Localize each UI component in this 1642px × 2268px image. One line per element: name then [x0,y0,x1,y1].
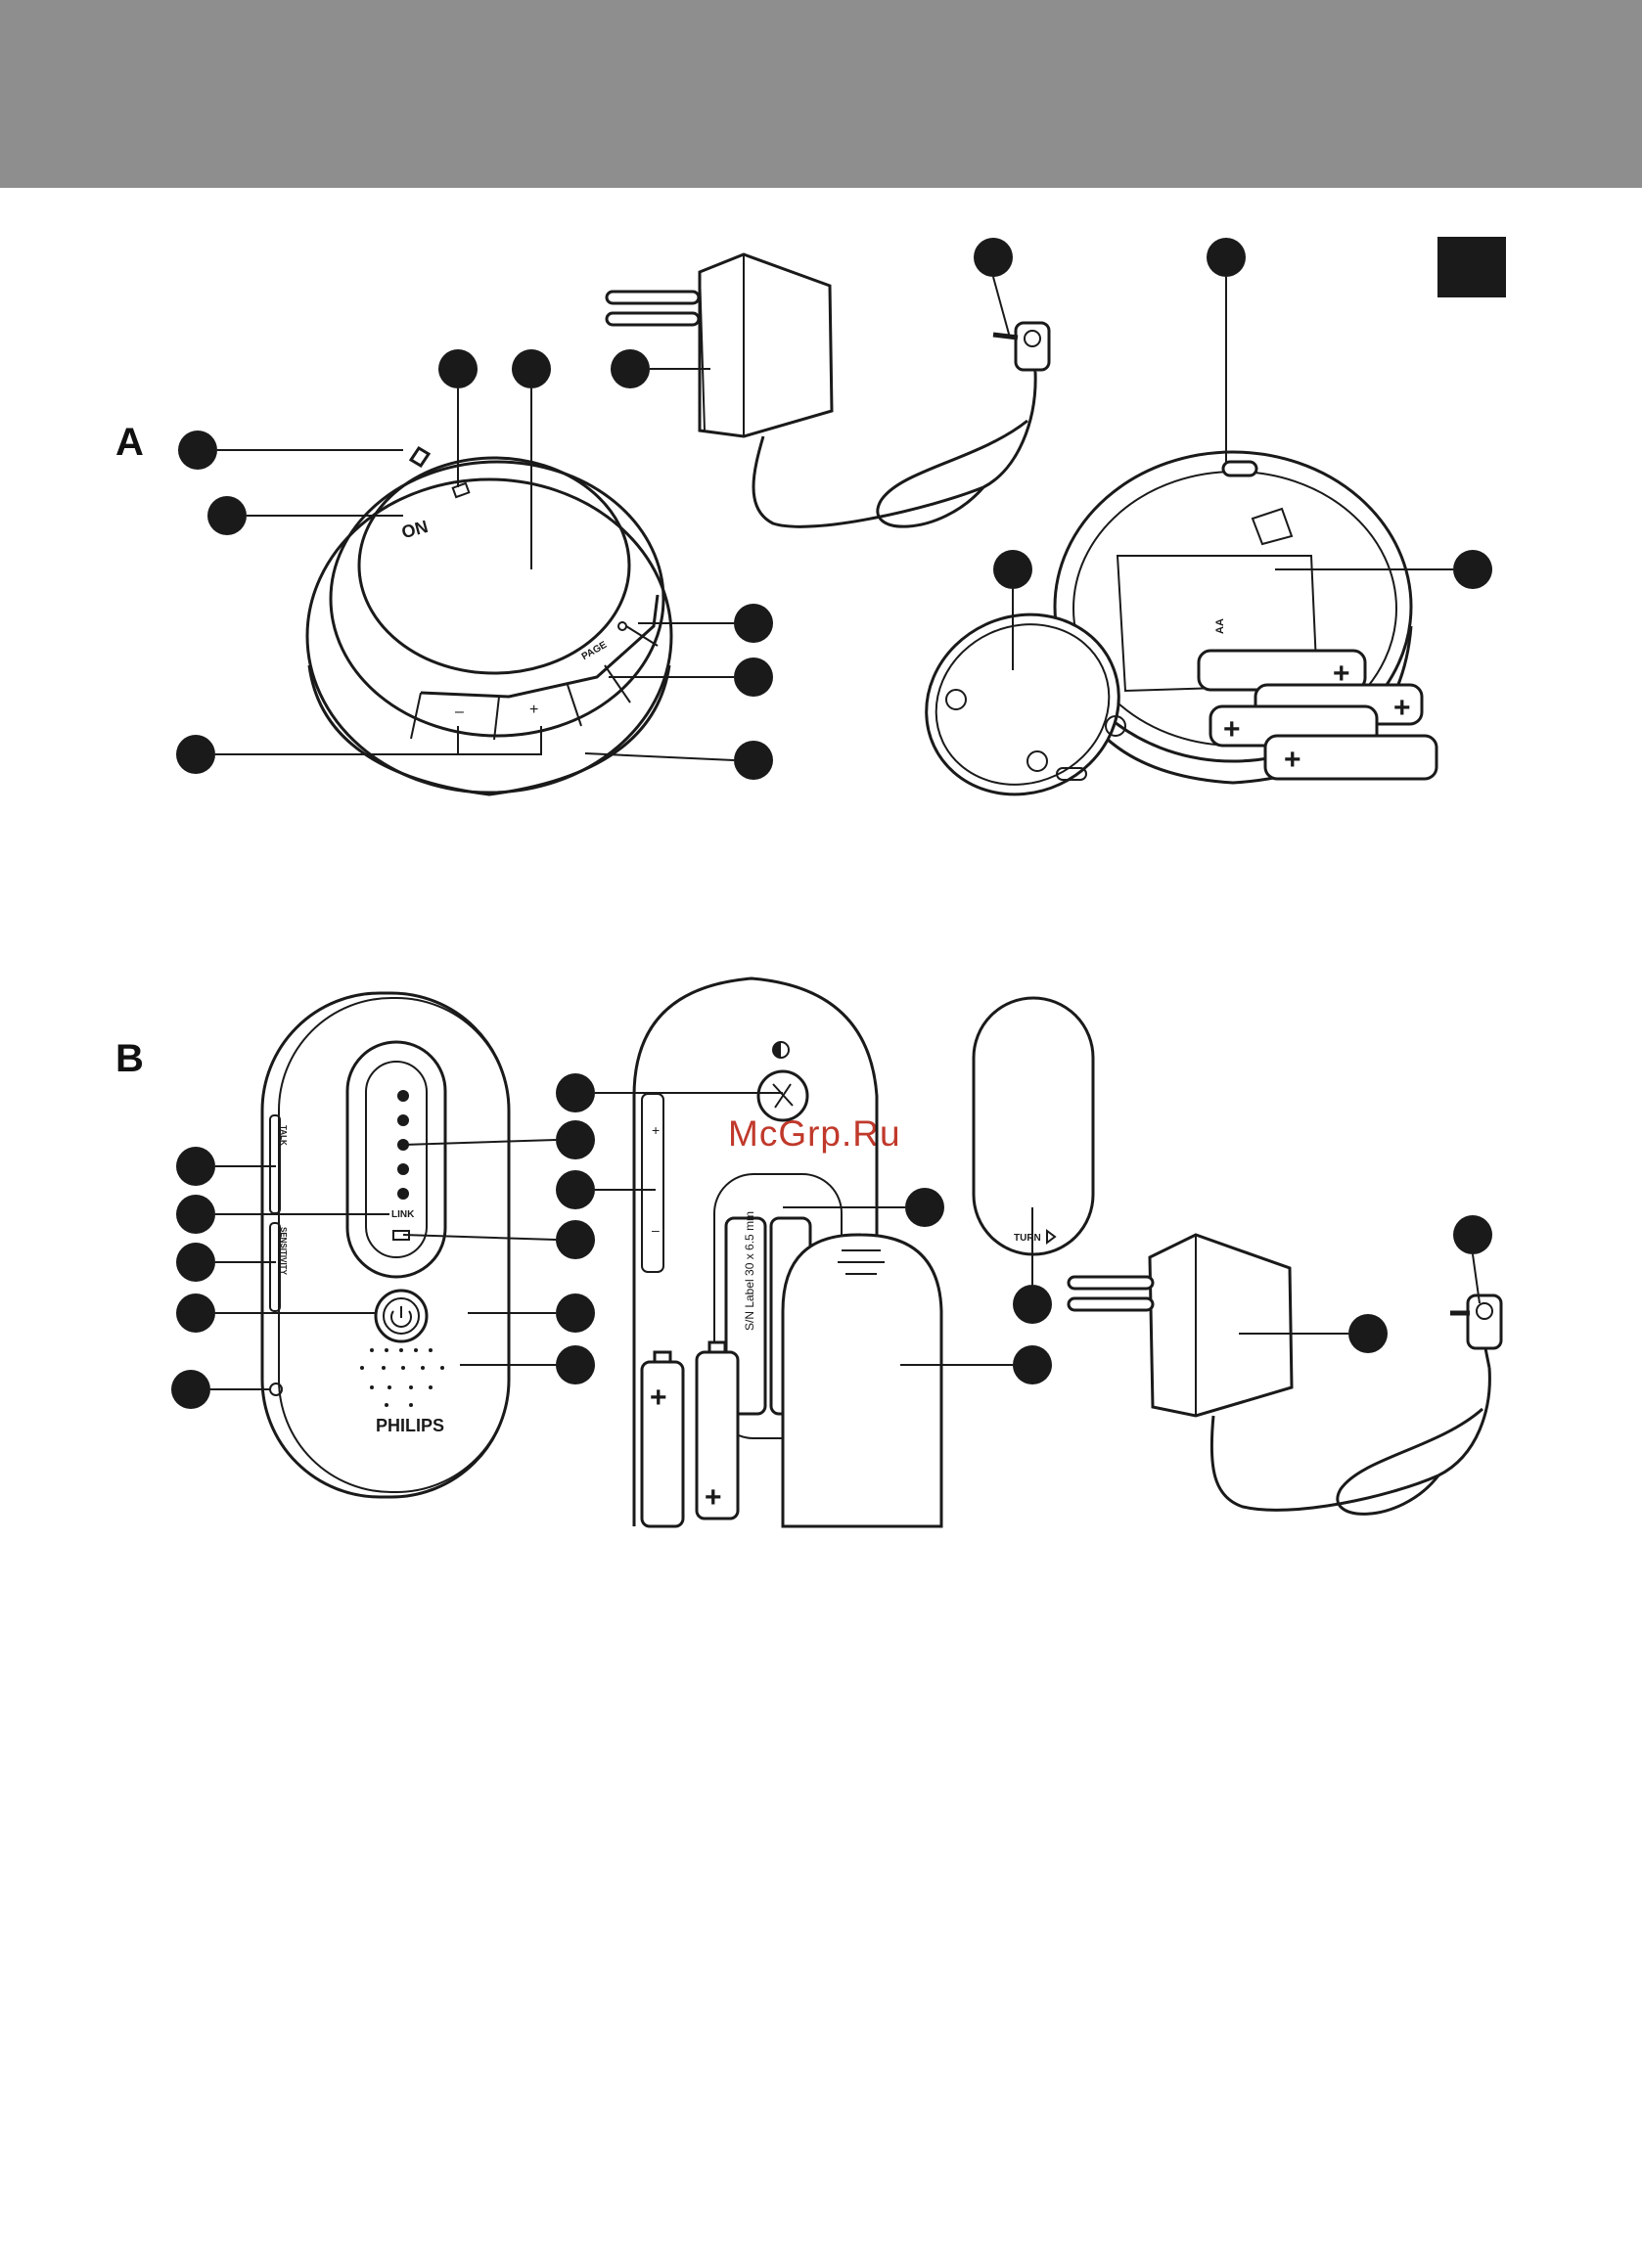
parent-unit-front [307,391,717,794]
baby-sensitivity-label: SENSITIVITY [279,1227,288,1276]
sun-icon [618,622,626,630]
baby-back-minus-label: – [652,1222,660,1238]
baby-link-label: LINK [391,1209,415,1220]
battery-aa-label: AA [1214,618,1226,634]
battery-sn-label: S/N Label 30 x 6.5 mm [743,1211,756,1331]
callout-group-parent [176,349,773,780]
svg-text:+: + [650,1382,667,1414]
power-adapter-b [1069,1235,1501,1514]
power-adapter-a [607,254,1049,526]
svg-text:+: + [705,1481,722,1514]
speaker-grille [360,1348,444,1407]
baby-brand-label: PHILIPS [376,1416,444,1435]
baby-back-plus-label: + [652,1122,660,1138]
battery-cells: + + + + [1199,651,1437,779]
battery-cover-a [896,583,1148,826]
parent-page-label: PAGE [580,640,610,662]
svg-text:+: + [1333,658,1350,690]
callout-group-battery-a [993,238,1492,670]
parent-minus-label: – [455,703,464,720]
callout-group-baby-front [171,1120,595,1409]
svg-text:+: + [1223,713,1241,746]
parent-on-label: ON [399,517,430,542]
svg-text:+: + [1393,692,1411,724]
parent-plus-label: + [529,702,538,718]
belt-clip-turn-label: TURN [1014,1233,1041,1244]
baby-talk-label: TALK [279,1125,288,1146]
svg-text:+: + [1284,744,1301,776]
aa-batteries-b: + + [642,1342,738,1526]
battery-cover-b [783,1235,941,1526]
